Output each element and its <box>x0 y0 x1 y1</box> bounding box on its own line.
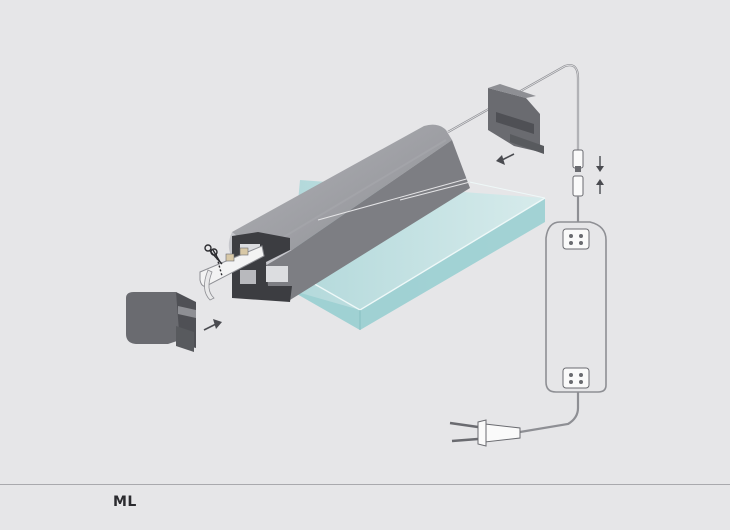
left-end-cap <box>126 292 196 352</box>
connect-arrows-icon <box>596 156 604 194</box>
arrow-icon <box>203 319 222 331</box>
power-cable-upper-inner <box>447 64 579 152</box>
led-strip-icon <box>199 245 265 301</box>
arrow-icon-upper <box>496 153 515 165</box>
footer-divider <box>0 484 730 485</box>
plug-icon <box>449 419 521 447</box>
profile-code-label: ML <box>113 494 137 510</box>
power-supply-icon <box>545 221 607 393</box>
connector-icon <box>572 149 584 222</box>
aluminium-profile <box>228 124 471 302</box>
mains-cable <box>519 392 580 434</box>
right-end-cap <box>488 84 544 154</box>
scissors-icon <box>204 244 223 277</box>
